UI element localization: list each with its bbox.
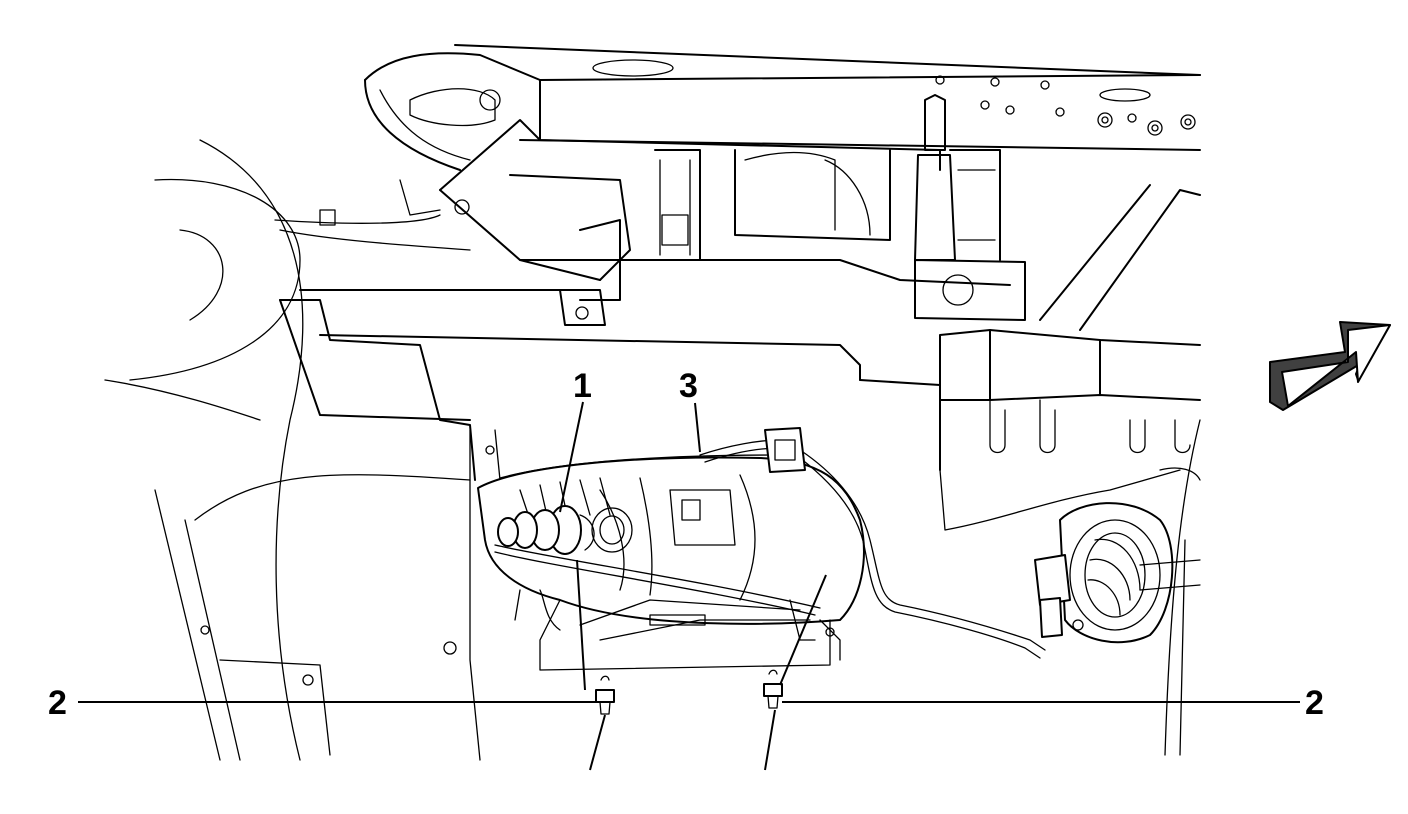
wiring-harness — [494, 427, 1046, 659]
fastener-left — [595, 675, 615, 715]
bulb-socket — [497, 505, 595, 555]
lower-fascia — [279, 299, 501, 761]
right-fog-lamp — [1034, 502, 1201, 644]
callout-3: 3 — [679, 367, 698, 405]
fastener-right — [763, 669, 783, 709]
headlamp-bracket — [319, 88, 501, 226]
fender-liner — [104, 139, 471, 761]
front-direction-arrow-icon — [1269, 321, 1391, 411]
callout-2-left: 2 — [48, 684, 67, 722]
callout-1: 1 — [573, 367, 592, 405]
install-lines — [576, 559, 827, 771]
radiator-support — [274, 44, 1201, 471]
callout-2-right: 2 — [1305, 684, 1324, 722]
right-structure — [939, 399, 1201, 756]
fog-lamp-assembly — [477, 454, 865, 671]
callout-leaders — [78, 401, 1300, 703]
